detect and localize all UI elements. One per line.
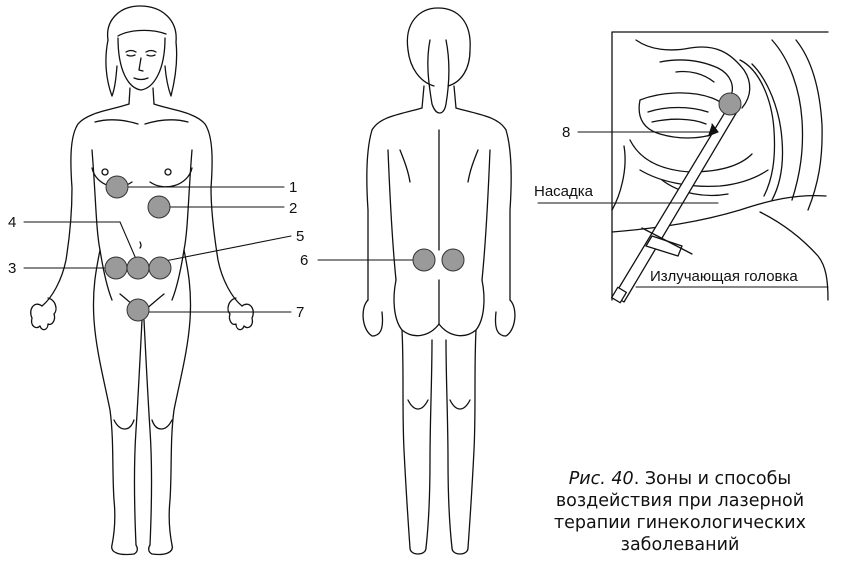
label-emitter-head: Излучающая головка [650, 268, 798, 285]
zone-marker-7 [127, 299, 149, 321]
label-zone-5: 5 [296, 228, 304, 245]
label-zone-3: 3 [8, 260, 16, 277]
label-nozzle: Насадка [534, 183, 594, 200]
zone-marker-4 [127, 257, 149, 279]
label-zone-1: 1 [289, 179, 297, 196]
zone-marker-1 [106, 176, 128, 198]
label-zone-2: 2 [289, 200, 297, 217]
zone-marker-8 [719, 93, 741, 115]
zone-marker-6a [413, 249, 435, 271]
back-figure [363, 8, 515, 554]
zone-marker-5 [149, 257, 171, 279]
figure-number: Рис. 40 [569, 469, 634, 489]
figure-caption: Рис. 40. Зоны и способы воздействия при … [522, 468, 838, 561]
label-zone-4: 4 [8, 214, 16, 231]
label-zone-6: 6 [300, 252, 308, 269]
zone-marker-6b [442, 249, 464, 271]
front-figure [31, 6, 254, 555]
zone-marker-2 [148, 196, 170, 218]
zone-marker-3 [105, 257, 127, 279]
label-zone-7: 7 [296, 304, 304, 321]
label-zone-8: 8 [562, 124, 570, 141]
